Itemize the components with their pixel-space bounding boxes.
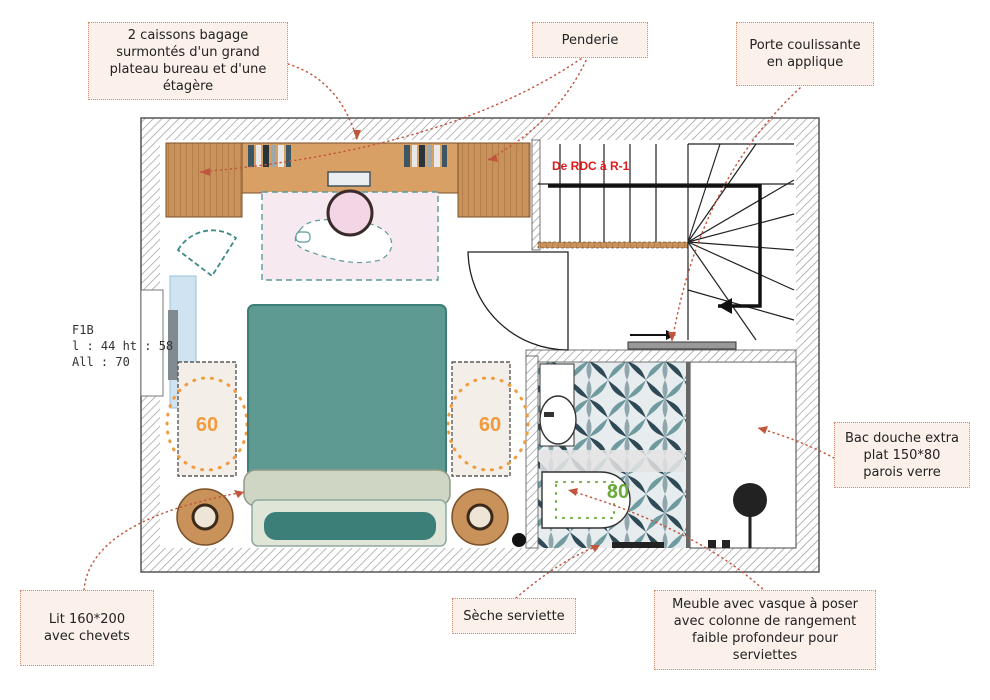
books-right bbox=[404, 145, 447, 167]
internal-wall-bathroom bbox=[525, 355, 539, 549]
stairs bbox=[538, 143, 795, 341]
desk-chair bbox=[326, 189, 374, 237]
leader-lines bbox=[83, 55, 835, 599]
washbasin bbox=[539, 395, 577, 445]
luggage-box-left bbox=[165, 142, 243, 218]
note-towel-warmer: Sèche serviette bbox=[452, 598, 576, 634]
dimension-right: 60 bbox=[479, 414, 501, 436]
shower-tap-right bbox=[722, 540, 730, 548]
shower-area bbox=[689, 361, 797, 549]
slippers-icon bbox=[295, 231, 311, 243]
dimension-left: 60 bbox=[196, 414, 218, 436]
keyboard-icon bbox=[327, 171, 371, 187]
note-sliding-door: Porte coulissante en applique bbox=[736, 22, 874, 86]
note-bed: Lit 160*200 avec chevets bbox=[20, 590, 154, 666]
shower-head-icon bbox=[733, 483, 767, 517]
bed bbox=[247, 304, 447, 478]
radiator bbox=[168, 310, 178, 380]
window-f1b bbox=[140, 289, 164, 397]
vanity-unit bbox=[541, 471, 631, 529]
armchair-outline bbox=[176, 229, 238, 278]
dimension-vanity: 80 bbox=[607, 481, 629, 503]
internal-wall-top bbox=[531, 139, 541, 251]
stair-rail bbox=[537, 241, 689, 249]
internal-wall-middle bbox=[525, 349, 797, 363]
bench-cushion bbox=[264, 512, 436, 540]
bin-icon bbox=[512, 533, 526, 547]
towel-warmer bbox=[612, 542, 664, 548]
nightstand-left bbox=[177, 361, 237, 477]
books-left bbox=[248, 145, 291, 167]
sliding-door bbox=[627, 341, 737, 350]
vanity-shelf bbox=[540, 450, 684, 472]
vanity-dimension-outline bbox=[555, 481, 615, 519]
leader-arrowheads bbox=[200, 130, 768, 552]
window-label: F1B l : 44 ht : 58 All : 70 bbox=[72, 323, 174, 369]
door-swing bbox=[467, 251, 569, 351]
lamp-light-right bbox=[446, 376, 530, 472]
note-vanity: Meuble avec vasque à poser avec colonne … bbox=[654, 590, 876, 670]
stairs-label: De RDC à R-1 bbox=[552, 159, 630, 173]
shower-tap-left bbox=[708, 540, 716, 548]
stairs-direction-arrow bbox=[548, 184, 762, 308]
round-rug bbox=[294, 218, 393, 264]
luggage-box-right bbox=[457, 142, 531, 218]
note-wardrobe: Penderie bbox=[532, 22, 648, 58]
note-luggage-boxes: 2 caissons bagage surmontés d'un grand p… bbox=[88, 22, 288, 100]
glass-partition bbox=[686, 362, 690, 548]
note-shower-tray: Bac douche extra plat 150*80 parois verr… bbox=[834, 422, 970, 488]
